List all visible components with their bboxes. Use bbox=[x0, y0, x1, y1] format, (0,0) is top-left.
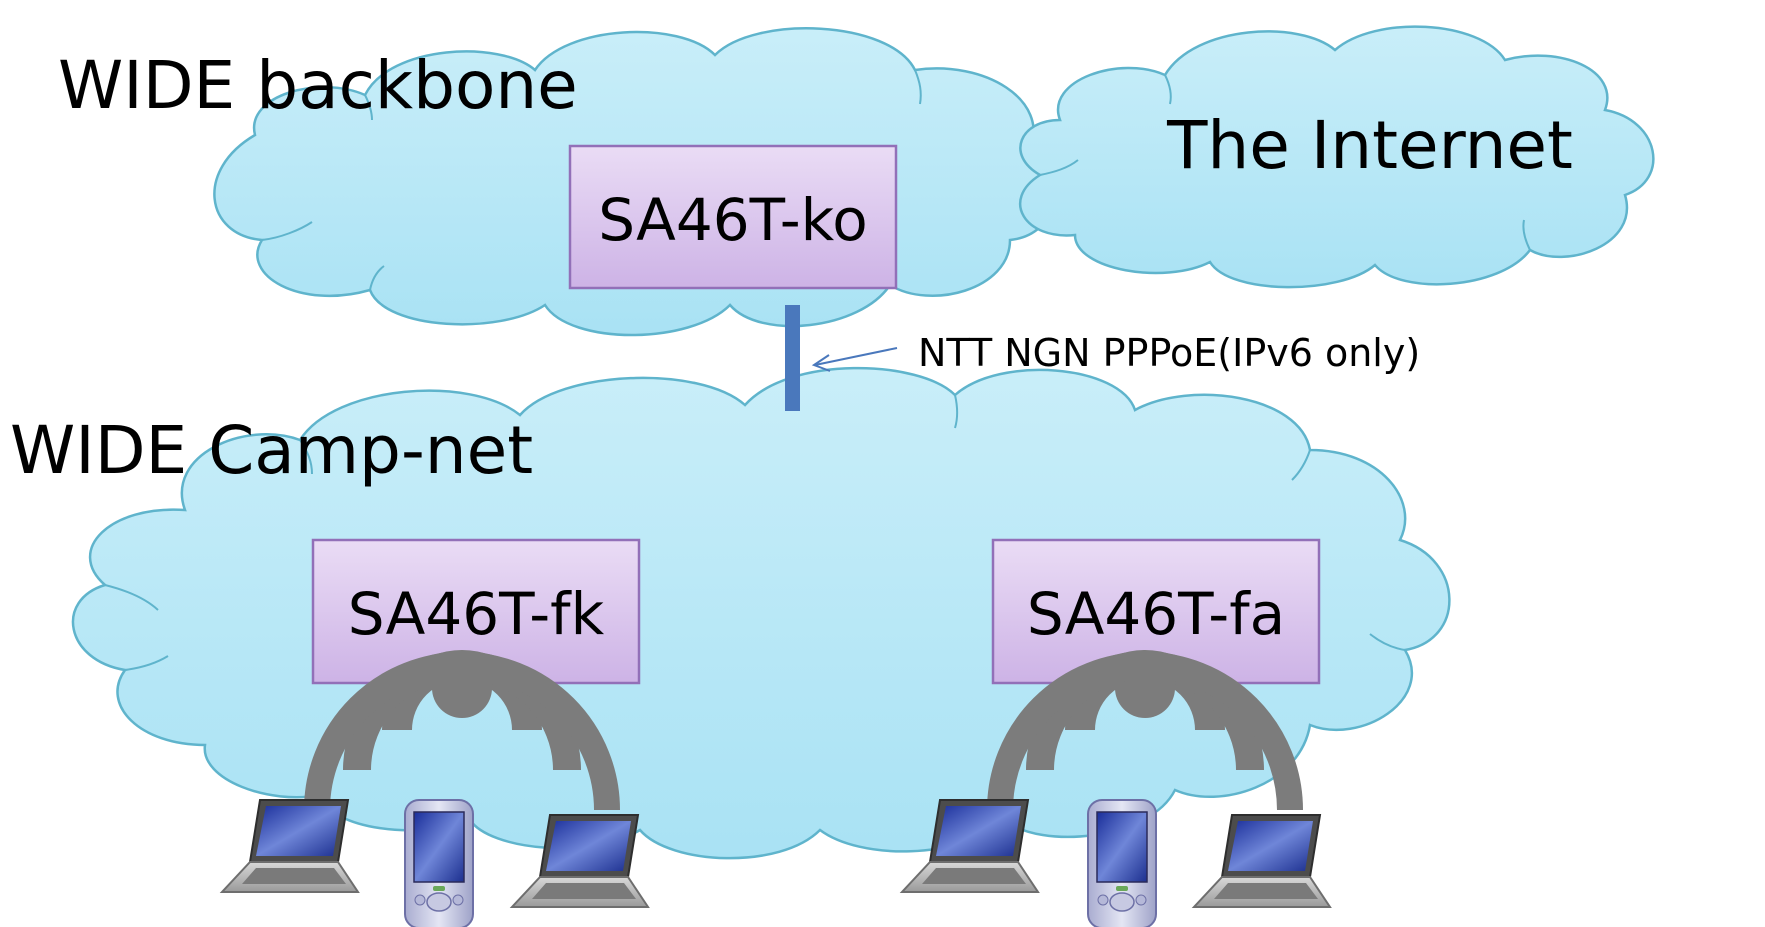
pppoe-link-label: NTT NGN PPPoE(IPv6 only) bbox=[918, 331, 1420, 375]
router-ko-label: SA46T-ko bbox=[598, 186, 867, 254]
laptop-icon bbox=[1193, 814, 1331, 908]
pppoe-link-arrow bbox=[814, 347, 898, 366]
pda-icon bbox=[1087, 799, 1157, 927]
campnet-cloud-shape bbox=[71, 366, 1451, 860]
laptop-icon bbox=[221, 799, 359, 893]
pppoe-link-line bbox=[785, 305, 800, 411]
campnet-label: WIDE Camp-net bbox=[10, 412, 533, 489]
backbone-label: WIDE backbone bbox=[58, 47, 578, 124]
router-ko-box bbox=[568, 144, 898, 290]
router-fk-label: SA46T-fk bbox=[348, 580, 605, 648]
wifi-icon bbox=[987, 650, 1303, 811]
wifi-icon bbox=[304, 650, 620, 811]
router-fa-label: SA46T-fa bbox=[1027, 580, 1285, 648]
internet-cloud-shape bbox=[1019, 25, 1655, 289]
pda-icon bbox=[404, 799, 474, 927]
internet-label: The Internet bbox=[1166, 107, 1573, 184]
